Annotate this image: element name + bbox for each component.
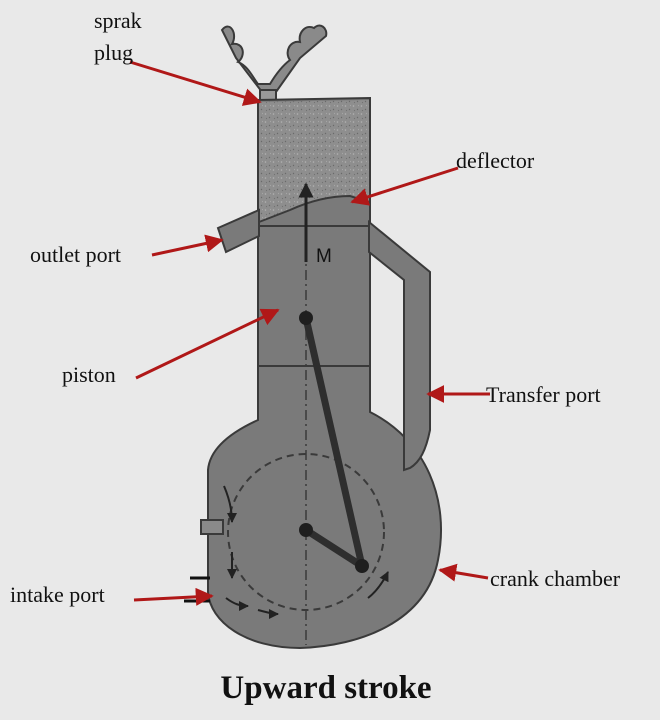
flow-arrow-upper [223,485,237,523]
transfer-port-channel [368,219,431,472]
label-piston: piston [62,362,116,387]
flow-arrow-lower-left [225,597,249,611]
connecting-rod [302,314,366,570]
label-intake-port: intake port [10,582,105,607]
outlet-port-pipe [216,208,260,254]
engine-body [207,96,442,650]
spark-plug-terminal [220,24,328,93]
callout-crank-chamber [438,563,489,582]
callout-piston [135,308,280,380]
crankshaft-center [299,523,313,537]
label-spark-plug-line1: sprak [94,8,142,33]
piston-pin [299,311,313,325]
flow-arrow-right [367,571,389,599]
combustion-chamber [259,100,369,222]
piston-motion-mark: M [316,246,332,267]
callout-arrows [129,60,490,606]
flow-arrow-lower-mid [257,608,279,619]
crank-arm [302,526,366,570]
deflector-crown [258,194,370,223]
label-spark-plug-line2: plug [94,40,133,65]
label-deflector: deflector [456,148,535,173]
callout-spark-plug [129,60,262,106]
diagram-title: Upward stroke [220,670,431,706]
label-crank-chamber: crank chamber [490,566,621,591]
flow-arrows [223,485,389,619]
label-transfer-port: Transfer port [486,382,601,407]
label-outlet-port: outlet port [30,242,121,267]
crank-pin [355,559,369,573]
callout-intake-port [133,587,214,606]
callout-outlet-port [151,234,224,257]
intake-port-block [200,519,224,535]
callout-deflector [350,166,459,206]
